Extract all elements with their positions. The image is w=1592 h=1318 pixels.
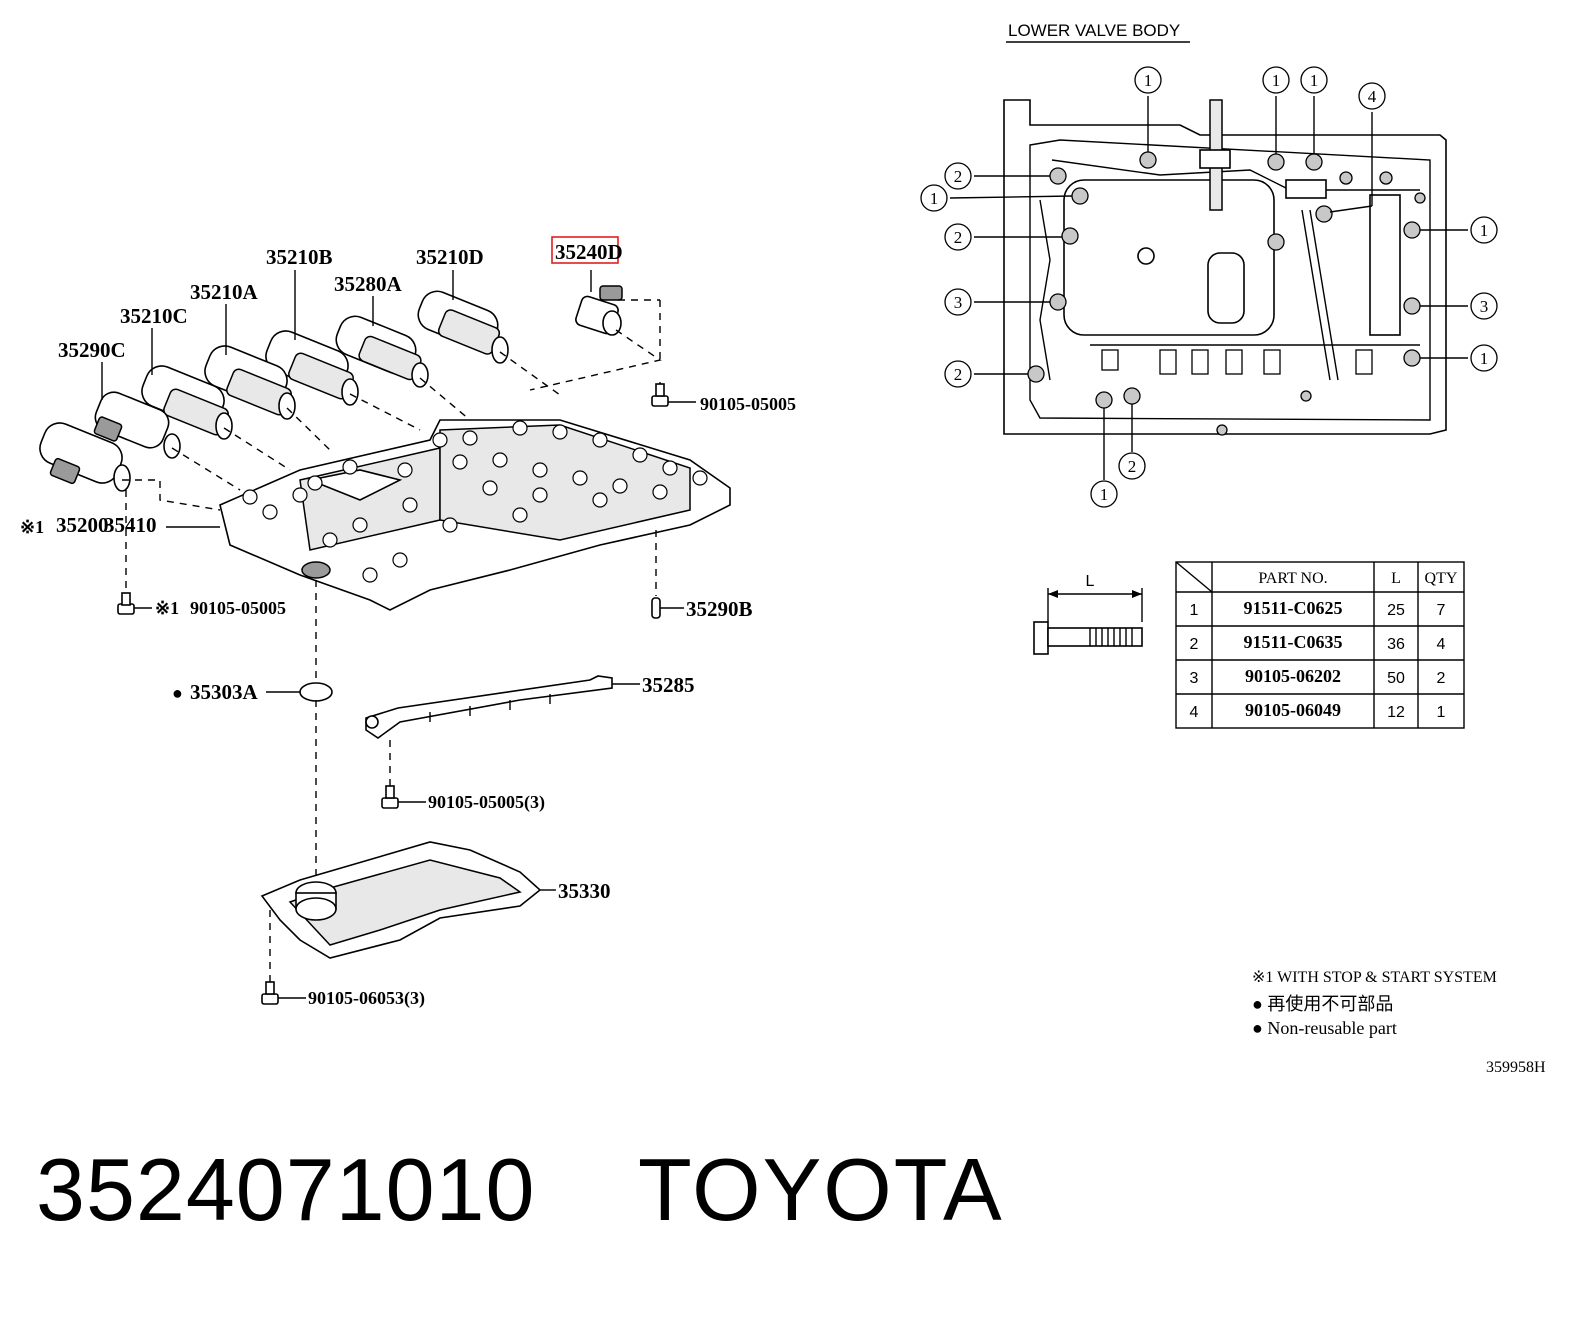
note-stop-start: ※1 WITH STOP & START SYSTEM [1252,969,1497,986]
table-row-idx: 2 [1190,636,1199,653]
solenoid-35200[interactable] [35,418,131,492]
callout-2-a: 2 [954,167,963,186]
bolt-90105-06053-3[interactable] [261,981,306,1005]
callout-1-a: 1 [1144,71,1153,90]
label-35303a[interactable]: 35303A [190,680,259,704]
table-row-l: 12 [1387,704,1405,721]
callout-2-d: 2 [1128,457,1137,476]
part-number-caption: 3524071010 [36,1140,536,1239]
callout-1-c: 1 [1310,71,1319,90]
notes: ※1 WITH STOP & START SYSTEM ● 再使用不可部品 ● … [1252,969,1546,1076]
callout-2-c: 2 [954,365,963,384]
table-row-l: 50 [1387,670,1405,687]
bolt-90105-05005-3[interactable] [381,785,426,809]
table-row-qty: 2 [1437,670,1446,687]
solenoid-35210c[interactable] [137,328,233,440]
table-row-qty: 7 [1437,602,1446,619]
bullet-35303a: ● [172,683,183,703]
table-row-idx: 4 [1190,704,1199,721]
solenoid-35240d[interactable] [574,270,623,336]
bolt-90105-05005-left[interactable] [117,592,152,615]
note-mark-35200: ※1 [20,517,44,537]
callout-3-a: 3 [954,293,963,312]
solenoid-35210a[interactable] [200,304,296,420]
solenoid-35210b[interactable] [261,270,359,406]
dim-label-l: L [1086,573,1095,590]
brand-caption: TOYOTA [638,1140,1004,1239]
table-row-part-no: 91511-C0635 [1244,632,1343,652]
callout-1-f: 1 [1480,349,1489,368]
bolt-table: PART NO. L QTY 1 91511-C0625 25 7 2 9151… [1175,561,1465,729]
callout-3-b: 3 [1480,297,1489,316]
bolt-90105-05005-top[interactable] [651,382,696,407]
valve-body-outline [1003,99,1447,436]
table-row-idx: 1 [1190,602,1199,619]
table-row-part-no: 90105-06049 [1245,700,1341,720]
drawing-code: 359958H [1486,1059,1546,1076]
table-row-l: 36 [1387,636,1405,653]
solenoid-35290c[interactable] [91,362,181,459]
callout-1-g: 1 [1100,485,1109,504]
label-90105-06053-3[interactable]: 90105-06053(3) [308,988,425,1009]
table-row-idx: 3 [1190,670,1199,687]
label-90105-05005-left[interactable]: 90105-05005 [190,598,286,618]
callout-4: 4 [1368,87,1377,106]
label-35290b[interactable]: 35290B [686,597,753,621]
label-35210d[interactable]: 35210D [416,245,484,269]
label-35285[interactable]: 35285 [642,673,695,697]
callout-2-b: 2 [954,228,963,247]
lower-valve-body-view: LOWER VALVE BODY [920,21,1546,1076]
table-row-qty: 4 [1437,636,1446,653]
label-35410[interactable]: 35410 [104,513,157,537]
label-35210c[interactable]: 35210C [120,304,188,328]
note-non-reusable-en: ● Non-reusable part [1252,1018,1397,1038]
bracket-35285[interactable] [365,675,613,739]
callout-1-e: 1 [1480,221,1489,240]
label-35290c[interactable]: 35290C [58,338,126,362]
valve-body-35410[interactable] [219,419,731,611]
callouts [920,66,1498,508]
callout-1-b: 1 [1272,71,1281,90]
note-mark-90105-05005: ※1 [155,598,179,618]
bolt-length-illustration: L [1033,573,1143,655]
table-row-l: 25 [1387,602,1405,619]
label-35210b[interactable]: 35210B [266,245,333,269]
label-35280a[interactable]: 35280A [334,272,403,296]
note-non-reusable-jp: ● 再使用不可部品 [1252,994,1393,1014]
pin-35290b[interactable] [651,597,661,619]
strainer-35330[interactable] [260,841,542,959]
highlight-box-35240d [551,236,619,264]
callout-1-d: 1 [930,189,939,208]
table-row-part-no: 91511-C0625 [1244,598,1343,618]
lower-valve-body-title: LOWER VALVE BODY [1008,21,1180,40]
label-35210a[interactable]: 35210A [190,280,259,304]
label-90105-05005-3[interactable]: 90105-05005(3) [428,792,545,813]
label-35330[interactable]: 35330 [558,879,611,903]
table-row-qty: 1 [1437,704,1446,721]
label-35200[interactable]: 35200 [56,513,109,537]
table-row-part-no: 90105-06202 [1245,666,1341,686]
solenoid-35210d[interactable] [413,270,509,364]
table-header-qty: QTY [1425,570,1458,587]
exploded-view: 35240D 35210D 35280A 35210B [20,236,796,1009]
table-header-l: L [1391,570,1401,587]
label-90105-05005-top[interactable]: 90105-05005 [700,394,796,414]
o-ring-35303a[interactable] [299,682,333,702]
table-header-part-no: PART NO. [1258,570,1327,587]
label-35240d[interactable]: 35240D [555,240,623,264]
